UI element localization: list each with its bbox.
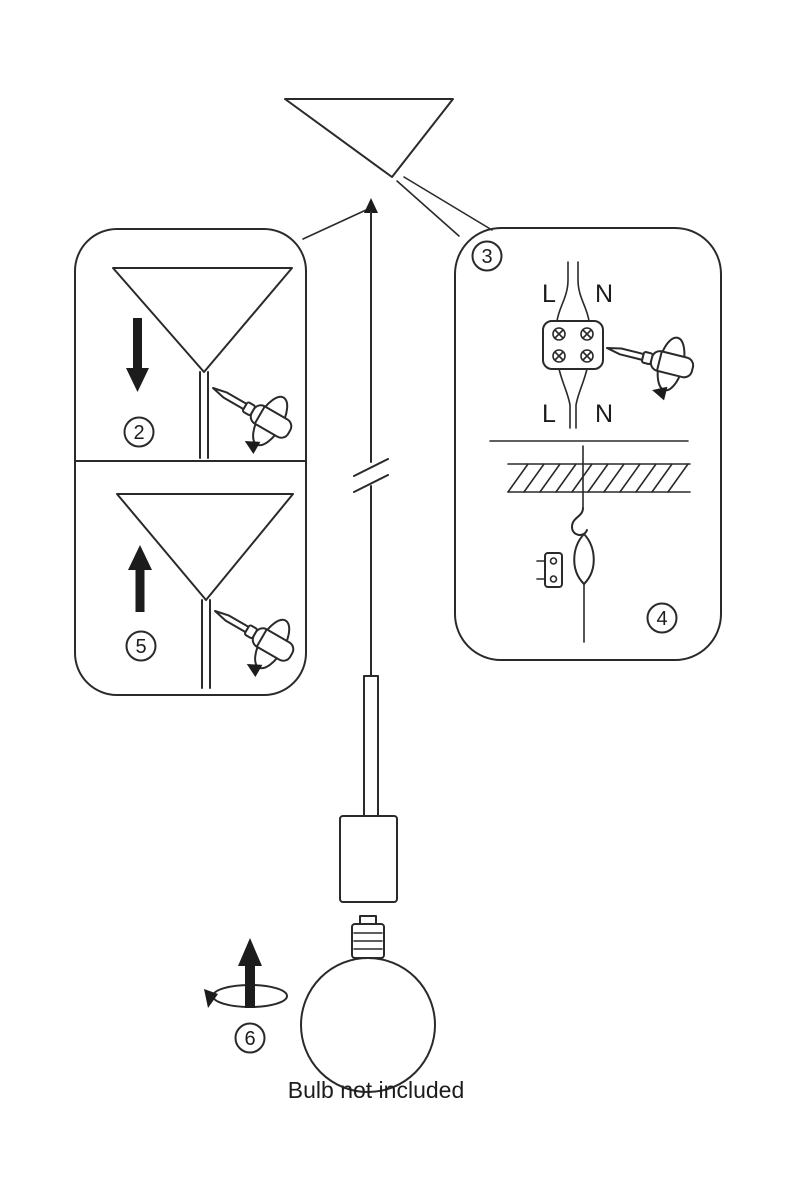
step-5-label: 5 — [135, 636, 146, 658]
bulb-caption: Bulb not included — [288, 1077, 464, 1103]
ceiling-mount-detail — [507, 445, 691, 643]
cord-break-symbol — [353, 458, 389, 493]
light-bulb — [300, 915, 436, 1093]
ceiling-hatch — [507, 463, 691, 493]
rotation-arrowhead-icon — [204, 989, 218, 1008]
step-2-badge: 2 — [123, 416, 155, 448]
step-6-group: 6 — [204, 938, 288, 1054]
step-2-panel: 2 — [112, 267, 304, 466]
strain-relief-loop — [573, 533, 595, 585]
strain-relief-clamp — [536, 552, 563, 588]
terminal-block — [542, 320, 604, 370]
step-6-badge: 6 — [234, 1022, 266, 1054]
step-3-label: 3 — [481, 246, 492, 268]
lamp-stem — [363, 675, 379, 817]
up-arrow-icon — [238, 938, 262, 1008]
cord-insert-arrow-icon — [364, 198, 378, 213]
step-5-badge: 5 — [125, 630, 157, 662]
wiring-detail: L N L N — [542, 261, 700, 429]
callout-right-frame — [454, 227, 722, 661]
ceiling-hook-icon — [571, 507, 588, 536]
canopy-detail-step5 — [116, 493, 294, 601]
canopy-detail-step2 — [112, 267, 293, 373]
screwdriver-icon — [195, 586, 306, 689]
step-4-label: 4 — [656, 608, 667, 630]
lamp-canopy — [284, 98, 454, 178]
screwdriver-icon — [193, 363, 304, 466]
wire-label-l-top: L — [542, 280, 556, 308]
up-arrow-icon — [128, 545, 152, 612]
wire-label-n-bottom: N — [595, 400, 613, 428]
wire-label-l-bottom: L — [542, 400, 556, 428]
down-arrow-icon — [126, 318, 149, 392]
lamp-socket — [339, 815, 398, 903]
step-3-badge: 3 — [471, 240, 503, 272]
callout-steps-3-4: 3 L N — [454, 227, 722, 661]
step-5-panel: 5 — [116, 493, 306, 689]
bulb-screw-base — [351, 915, 385, 959]
pendant-cord — [353, 198, 389, 677]
callout-leader-lines — [302, 176, 493, 240]
step-6-label: 6 — [244, 1028, 255, 1050]
callout-steps-2-5: 2 5 — [74, 228, 307, 696]
screwdriver-icon — [597, 320, 700, 407]
step-2-label: 2 — [133, 422, 144, 444]
step-4-badge: 4 — [646, 602, 678, 634]
wire-label-n-top: N — [595, 280, 613, 308]
